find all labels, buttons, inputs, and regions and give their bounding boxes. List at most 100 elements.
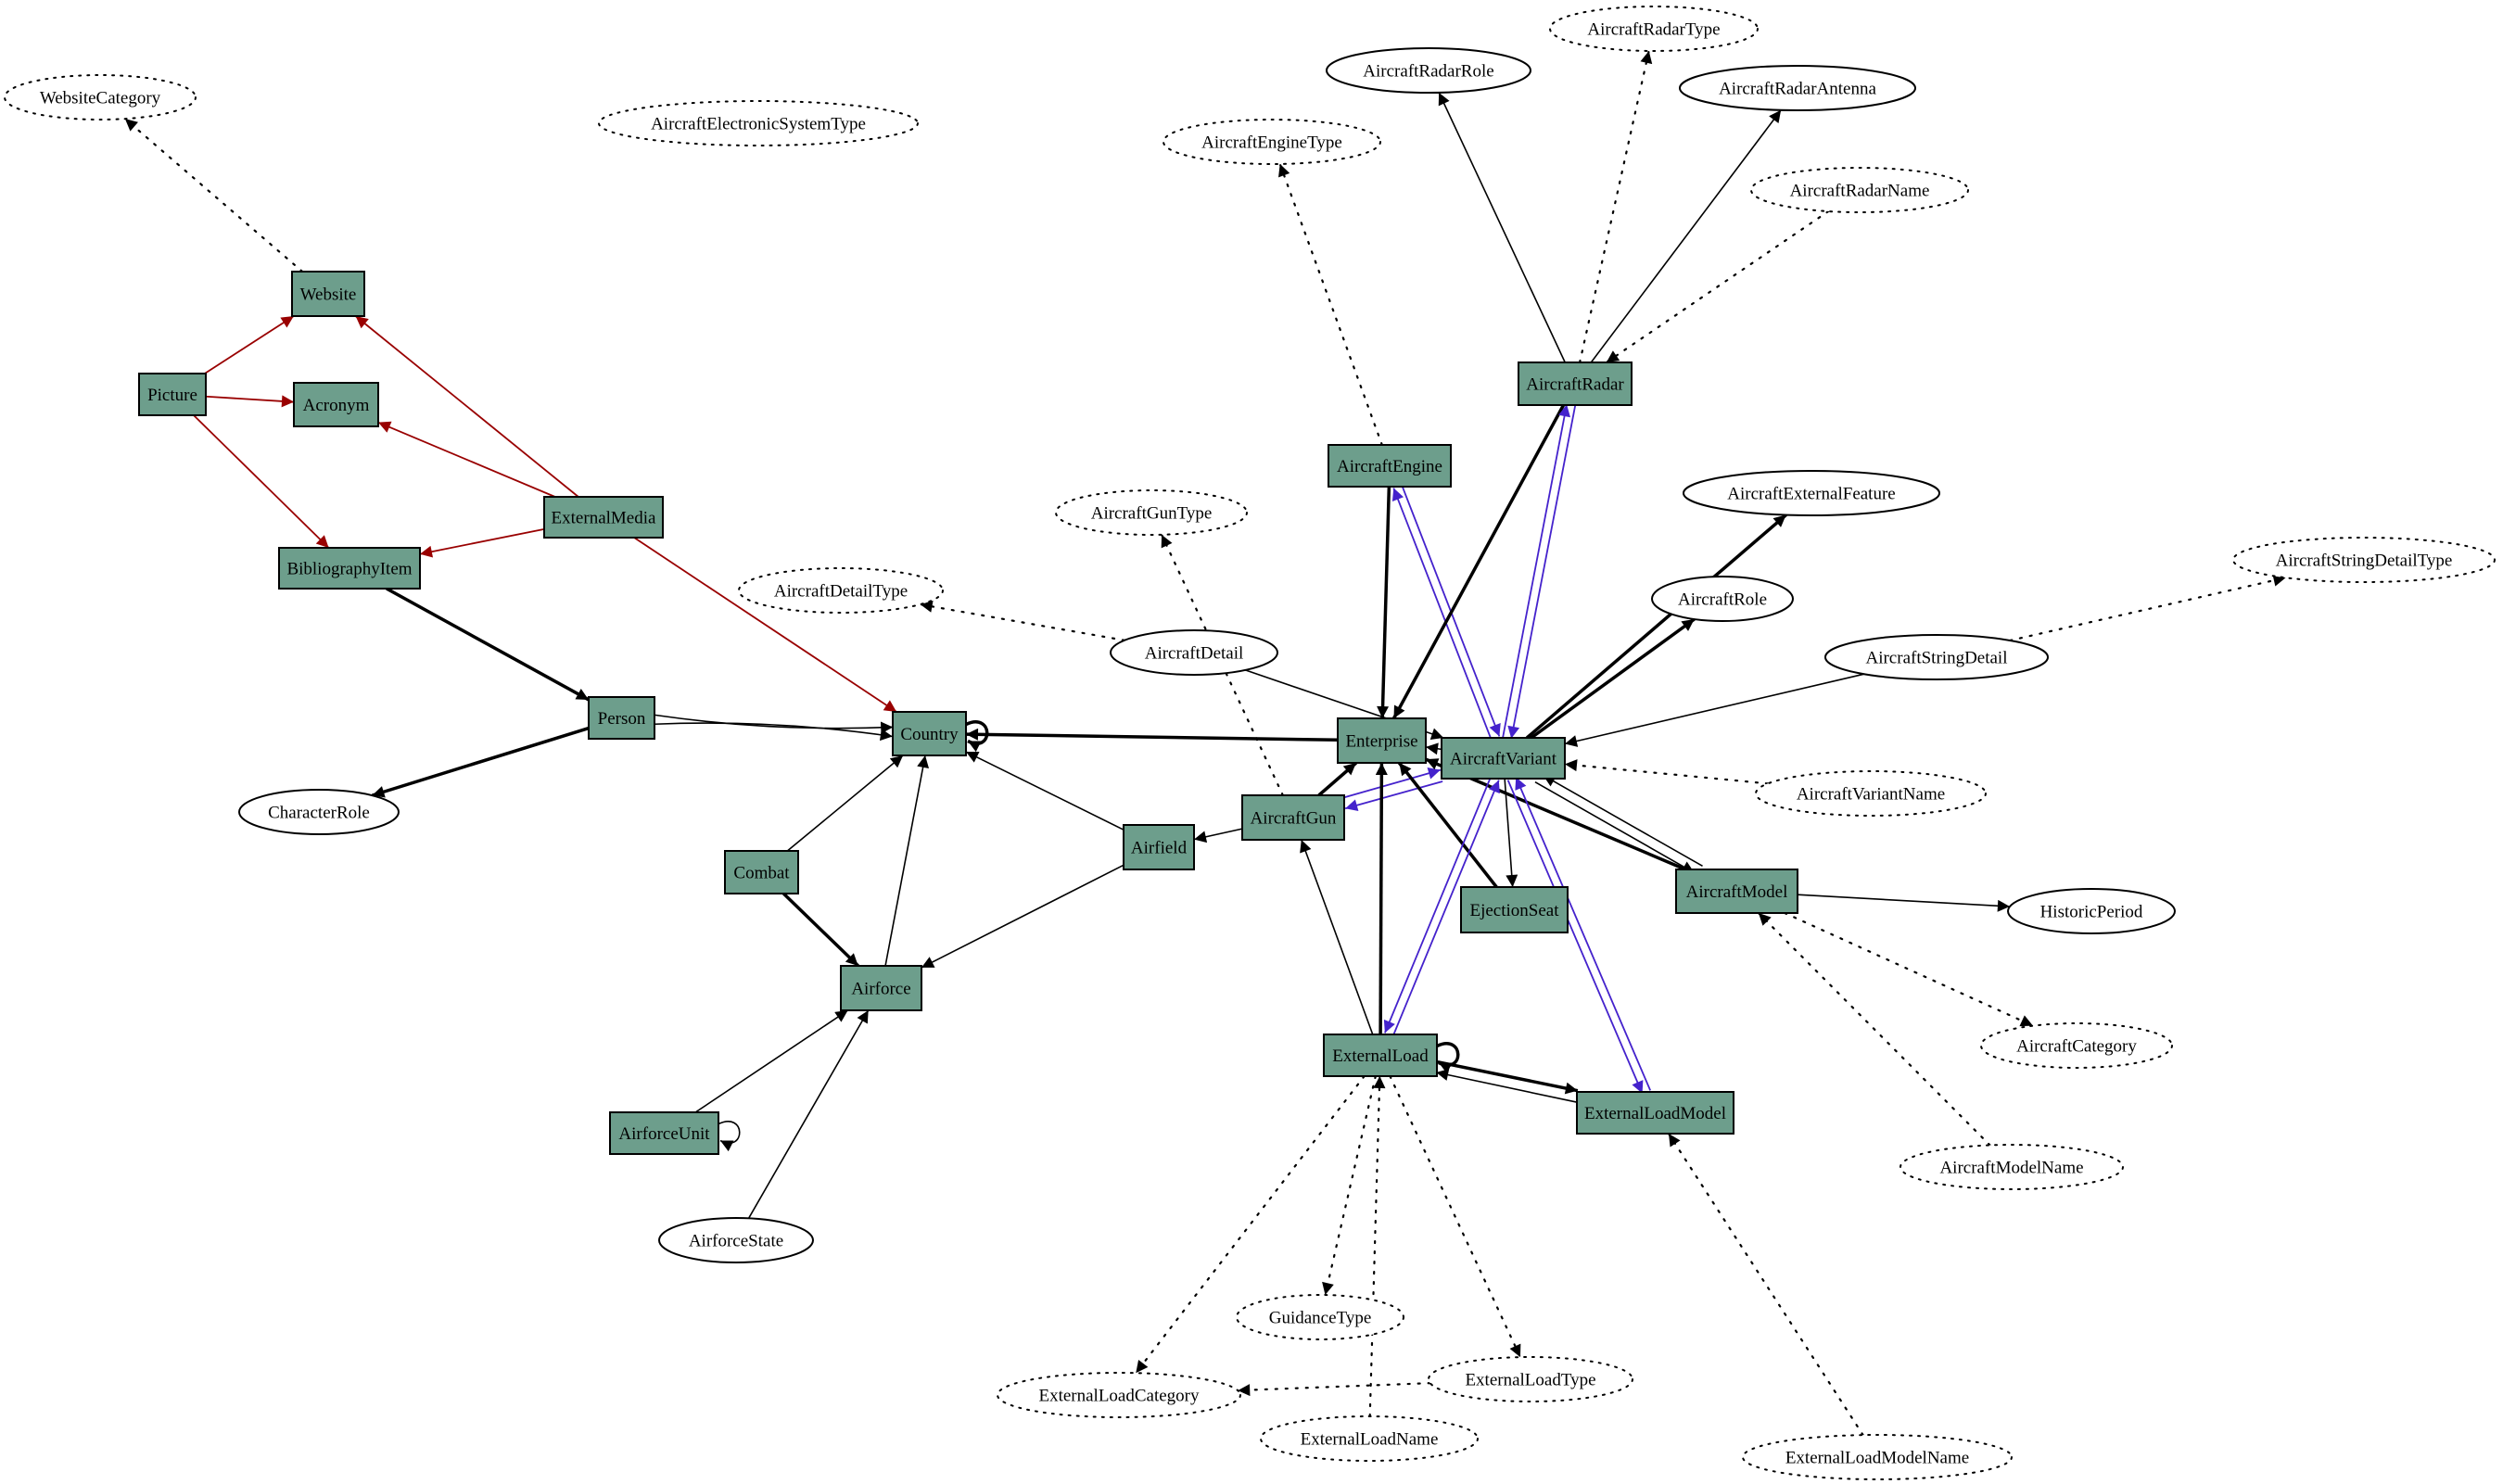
edge-aircraft-model-to-aircraft-variant <box>1543 774 1703 868</box>
enum-ellipse <box>738 567 944 614</box>
node-aircraft-string-detail-type[interactable]: AircraftStringDetailType <box>2232 537 2496 583</box>
edge-aircraft-gun-to-airfield <box>1193 828 1243 843</box>
node-aircraft-electronic-system-type[interactable]: AircraftElectronicSystemType <box>598 100 919 146</box>
node-label: ExternalLoadType <box>1465 1371 1595 1390</box>
node-combat[interactable]: Combat <box>724 850 799 894</box>
node-character-role[interactable]: CharacterRole <box>238 789 400 835</box>
node-airforce-state[interactable]: AirforceState <box>658 1217 814 1263</box>
node-aircraft-variant[interactable]: AircraftVariant <box>1441 737 1566 780</box>
edge-aircraft-radar-to-enterprise <box>1391 404 1566 719</box>
node-person[interactable]: Person <box>588 696 655 740</box>
entity-box <box>588 696 655 740</box>
node-external-load-model-name[interactable]: ExternalLoadModelName <box>1742 1434 2013 1480</box>
node-label: Picture <box>147 386 197 405</box>
node-external-media[interactable]: ExternalMedia <box>543 496 664 539</box>
edge-aircraft-variant-to-aircraft-role <box>1530 617 1696 740</box>
enum-ellipse <box>1055 489 1248 536</box>
node-airfield[interactable]: Airfield <box>1123 824 1195 870</box>
node-ejection-seat[interactable]: EjectionSeat <box>1460 886 1569 933</box>
node-aircraft-radar-name[interactable]: AircraftRadarName <box>1750 167 1969 213</box>
edge-website-to-website-category <box>123 118 304 273</box>
node-label: AircraftRadarName <box>1790 182 1930 201</box>
enum-ellipse <box>2232 537 2496 583</box>
node-label: AircraftStringDetailType <box>2276 552 2453 571</box>
attribute-ellipse <box>658 1217 814 1263</box>
node-aircraft-model[interactable]: AircraftModel <box>1675 869 1798 914</box>
attribute-ellipse <box>1683 470 1940 516</box>
entity-box <box>278 547 421 590</box>
node-label: AircraftGun <box>1251 809 1337 829</box>
node-aircraft-external-feature[interactable]: AircraftExternalFeature <box>1683 470 1940 516</box>
node-aircraft-detail[interactable]: AircraftDetail <box>1110 629 1278 676</box>
entity-box <box>1123 824 1195 870</box>
node-aircraft-radar-antenna[interactable]: AircraftRadarAntenna <box>1679 65 1916 111</box>
node-label: CharacterRole <box>268 804 370 823</box>
node-website[interactable]: Website <box>291 271 365 317</box>
node-label: BibliographyItem <box>286 560 412 579</box>
node-aircraft-model-name[interactable]: AircraftModelName <box>1899 1144 2124 1190</box>
entity-box <box>291 271 365 317</box>
node-bibliography-item[interactable]: BibliographyItem <box>278 547 421 590</box>
node-label: Airfield <box>1131 839 1188 858</box>
node-aircraft-role[interactable]: AircraftRole <box>1651 576 1794 622</box>
node-external-load[interactable]: ExternalLoad <box>1323 1034 1438 1077</box>
node-aircraft-gun[interactable]: AircraftGun <box>1241 794 1345 841</box>
node-label: ExternalLoadModelName <box>1785 1449 1969 1468</box>
node-aircraft-radar[interactable]: AircraftRadar <box>1518 361 1633 406</box>
node-aircraft-category[interactable]: AircraftCategory <box>1980 1022 2173 1069</box>
node-aircraft-variant-name[interactable]: AircraftVariantName <box>1755 770 1987 817</box>
node-external-load-model[interactable]: ExternalLoadModel <box>1576 1091 1734 1135</box>
node-country[interactable]: Country <box>892 711 967 756</box>
edges-layer <box>123 49 2287 1437</box>
node-label: AircraftRadar <box>1526 375 1624 395</box>
node-external-load-type[interactable]: ExternalLoadType <box>1428 1356 1633 1402</box>
attribute-ellipse <box>1326 47 1531 94</box>
enum-ellipse <box>1755 770 1987 817</box>
entity-box <box>1518 361 1633 406</box>
node-label: EjectionSeat <box>1469 901 1559 920</box>
node-aircraft-engine-type[interactable]: AircraftEngineType <box>1163 119 1381 165</box>
node-label: ExternalLoad <box>1332 1046 1429 1066</box>
node-label: AirforceUnit <box>618 1124 710 1144</box>
node-aircraft-radar-role[interactable]: AircraftRadarRole <box>1326 47 1531 94</box>
node-aircraft-string-detail[interactable]: AircraftStringDetail <box>1824 634 2049 680</box>
node-label: AircraftDetail <box>1145 644 1244 664</box>
node-enterprise[interactable]: Enterprise <box>1337 717 1427 764</box>
node-label: Combat <box>733 864 790 883</box>
entity-box <box>1675 869 1798 914</box>
attribute-ellipse <box>2007 888 2176 934</box>
node-guidance-type[interactable]: GuidanceType <box>1236 1294 1404 1340</box>
node-label: AircraftCategory <box>2016 1037 2137 1057</box>
edge-aircraft-engine-to-aircraft-engine-type <box>1278 162 1383 447</box>
attribute-ellipse <box>1110 629 1278 676</box>
node-label: AircraftGunType <box>1091 504 1213 524</box>
edge-external-media-to-website <box>355 315 579 498</box>
node-aircraft-gun-type[interactable]: AircraftGunType <box>1055 489 1248 536</box>
node-external-load-category[interactable]: ExternalLoadCategory <box>997 1372 1241 1418</box>
node-historic-period[interactable]: HistoricPeriod <box>2007 888 2176 934</box>
edge-aircraft-radar-to-aircraft-variant <box>1507 405 1577 739</box>
node-label: AircraftRadarType <box>1587 20 1720 40</box>
edge-external-load-model-to-external-load <box>1435 1069 1577 1103</box>
node-acronym[interactable]: Acronym <box>293 382 379 427</box>
node-external-load-name[interactable]: ExternalLoadName <box>1260 1415 1479 1462</box>
edge-enterprise-to-country <box>965 728 1339 742</box>
node-airforce-unit[interactable]: AirforceUnit <box>609 1111 719 1155</box>
node-picture[interactable]: Picture <box>138 373 207 416</box>
edge-aircraft-model-name-to-aircraft-model <box>1757 911 1991 1147</box>
node-aircraft-engine[interactable]: AircraftEngine <box>1328 444 1452 488</box>
enum-ellipse <box>1750 167 1969 213</box>
edge-aircraft-variant-to-ejection-seat <box>1504 778 1518 888</box>
edge-external-load-to-external-load-type <box>1389 1074 1522 1359</box>
edge-country-to-country <box>965 720 989 753</box>
node-airforce[interactable]: Airforce <box>840 965 922 1011</box>
edge-external-load-name-to-external-load <box>1368 1074 1386 1418</box>
node-label: AircraftEngine <box>1337 457 1442 476</box>
edge-airfield-to-country <box>965 751 1124 831</box>
node-website-category[interactable]: WebsiteCategory <box>4 74 197 120</box>
node-aircraft-detail-type[interactable]: AircraftDetailType <box>738 567 944 614</box>
node-label: WebsiteCategory <box>40 89 161 108</box>
edge-external-media-to-acronym <box>377 421 556 498</box>
attribute-ellipse <box>238 789 400 835</box>
node-aircraft-radar-type[interactable]: AircraftRadarType <box>1549 6 1759 52</box>
